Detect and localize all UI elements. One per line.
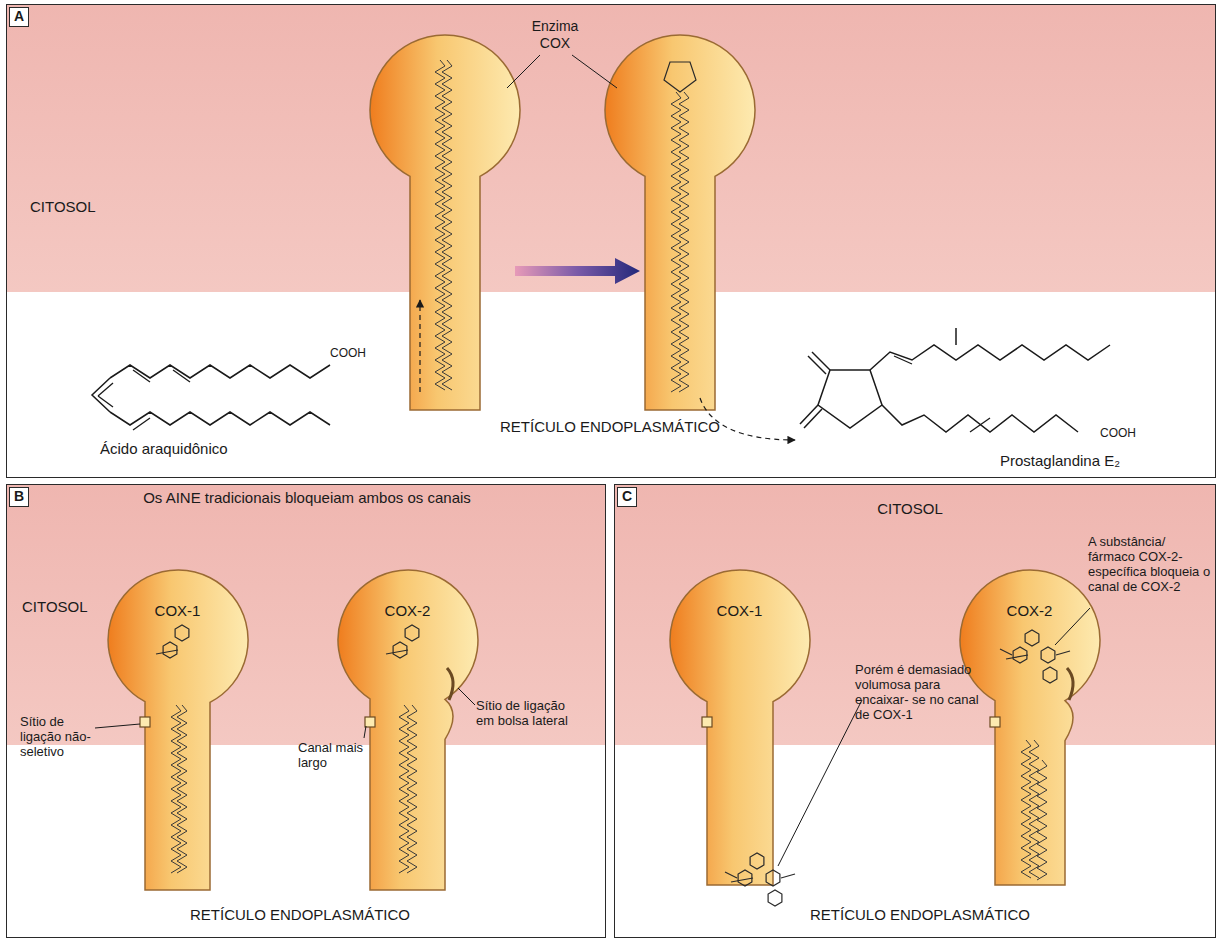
prostaglandin-e2 bbox=[818, 370, 882, 428]
chemical-group: COOH bbox=[330, 346, 380, 360]
panel-title: Os AINE tradicionais bloqueiam ambos os … bbox=[117, 489, 497, 506]
chemical-group: COOH bbox=[1100, 426, 1150, 440]
panel-letter: C bbox=[617, 487, 637, 507]
arachidonic-acid bbox=[92, 378, 110, 412]
double-bond bbox=[173, 370, 190, 382]
reaction-arrow bbox=[515, 258, 640, 284]
cox-1-head: COX-1 bbox=[685, 596, 795, 626]
drawing-stroke bbox=[1000, 649, 1012, 655]
binding-site bbox=[140, 717, 150, 727]
fatty-acid-chain bbox=[1037, 760, 1047, 880]
callout-label: Porém é demasiado volumosa para encaixar… bbox=[855, 662, 989, 722]
callout-label: Canal mais largo bbox=[298, 740, 368, 770]
prostaglandin-e2 bbox=[882, 405, 1078, 432]
prostaglandin-e2 bbox=[800, 405, 818, 424]
prostaglandin-e2 bbox=[808, 356, 826, 374]
double-bond bbox=[98, 396, 113, 407]
region-label: RETÍCULO ENDOPLASMÁTICO bbox=[170, 906, 430, 924]
drawing-stroke bbox=[1006, 655, 1028, 659]
cox-enzyme bbox=[338, 570, 478, 890]
enzyme-name: COX-1 bbox=[123, 596, 233, 626]
binding-site bbox=[990, 717, 1000, 727]
enzyme-name: COX-2 bbox=[353, 596, 463, 626]
cox-enzyme bbox=[370, 35, 520, 410]
drug-ring bbox=[405, 625, 419, 641]
leader-line bbox=[507, 55, 540, 88]
fatty-acid-chain bbox=[435, 60, 445, 390]
drawing-stroke bbox=[1056, 651, 1070, 655]
double-bond bbox=[98, 383, 113, 396]
callout-label: Enzima COX bbox=[520, 18, 590, 52]
fatty-acid-chain bbox=[1029, 740, 1039, 878]
cox-1-head: COX-1 bbox=[123, 596, 233, 626]
enzyme-name: COX-1 bbox=[685, 596, 795, 626]
cox-enzyme bbox=[670, 570, 810, 885]
side-pocket-site bbox=[1067, 668, 1073, 700]
fatty-acid-chain bbox=[671, 92, 681, 392]
drawing-stroke bbox=[781, 874, 795, 878]
callout-label: Sítio de ligação não-seletivo bbox=[20, 714, 96, 759]
prostaglandin-e2 bbox=[870, 345, 1110, 370]
fatty-acid-chain bbox=[407, 705, 417, 873]
prostaglandin-e2 bbox=[955, 328, 957, 345]
leader-line bbox=[458, 688, 475, 705]
cox-2-head: COX-2 bbox=[975, 596, 1085, 626]
enzyme-name: COX-2 bbox=[975, 596, 1085, 626]
callout-label: Sítio de ligação em bolsa lateral bbox=[476, 698, 586, 728]
leader-line bbox=[364, 726, 366, 738]
drug-ring bbox=[1041, 647, 1055, 663]
double-bond bbox=[133, 418, 150, 430]
drug-ring bbox=[1043, 667, 1057, 683]
leader-line bbox=[572, 55, 617, 88]
binding-site bbox=[365, 717, 375, 727]
prostaglandin-ring bbox=[664, 62, 696, 92]
prostaglandin-e2 bbox=[804, 409, 822, 428]
region-label: RETÍCULO ENDOPLASMÁTICO bbox=[480, 418, 740, 436]
cox-2-head: COX-2 bbox=[353, 596, 463, 626]
panel-letter: B bbox=[9, 487, 29, 507]
drug-ring bbox=[768, 890, 782, 906]
fatty-acid-chain bbox=[442, 60, 452, 390]
side-pocket-site bbox=[447, 668, 453, 700]
drug-ring bbox=[766, 870, 780, 886]
cox-enzyme bbox=[960, 570, 1100, 885]
prostaglandin-e2 bbox=[812, 352, 830, 370]
region-label: CITOSOL bbox=[850, 500, 970, 518]
compound-name: Prostaglandina E₂ bbox=[960, 452, 1160, 470]
region-label: CITOSOL bbox=[22, 598, 132, 616]
binding-site bbox=[702, 717, 712, 727]
leader-line bbox=[95, 724, 140, 728]
arachidonic-acid bbox=[110, 365, 330, 378]
drawing-stroke bbox=[725, 872, 737, 878]
fatty-acid-chain bbox=[1021, 740, 1031, 878]
drug-ring bbox=[1025, 630, 1039, 646]
double-bond bbox=[894, 356, 912, 364]
compound-name: Ácido araquidônico bbox=[100, 440, 300, 458]
drawing-stroke bbox=[731, 878, 753, 882]
double-bond bbox=[133, 370, 150, 382]
panel: A bbox=[6, 4, 1216, 478]
drug-ring bbox=[750, 853, 764, 869]
region-label: CITOSOL bbox=[30, 198, 150, 216]
panel-letter: A bbox=[9, 7, 29, 27]
callout-label: A substância/ fármaco COX-2- específica … bbox=[1088, 534, 1212, 594]
region-label: RETÍCULO ENDOPLASMÁTICO bbox=[790, 906, 1050, 924]
leader-line bbox=[1055, 608, 1090, 645]
uptake-arrow bbox=[419, 300, 420, 392]
cox-enzyme bbox=[108, 570, 248, 890]
fatty-acid-chain bbox=[177, 705, 187, 873]
double-bond bbox=[970, 418, 990, 432]
drug-ring bbox=[175, 625, 189, 641]
drawing-stroke bbox=[156, 650, 178, 654]
leader-line bbox=[778, 700, 862, 866]
drawing-stroke bbox=[386, 650, 408, 654]
cox-enzyme bbox=[605, 35, 755, 410]
